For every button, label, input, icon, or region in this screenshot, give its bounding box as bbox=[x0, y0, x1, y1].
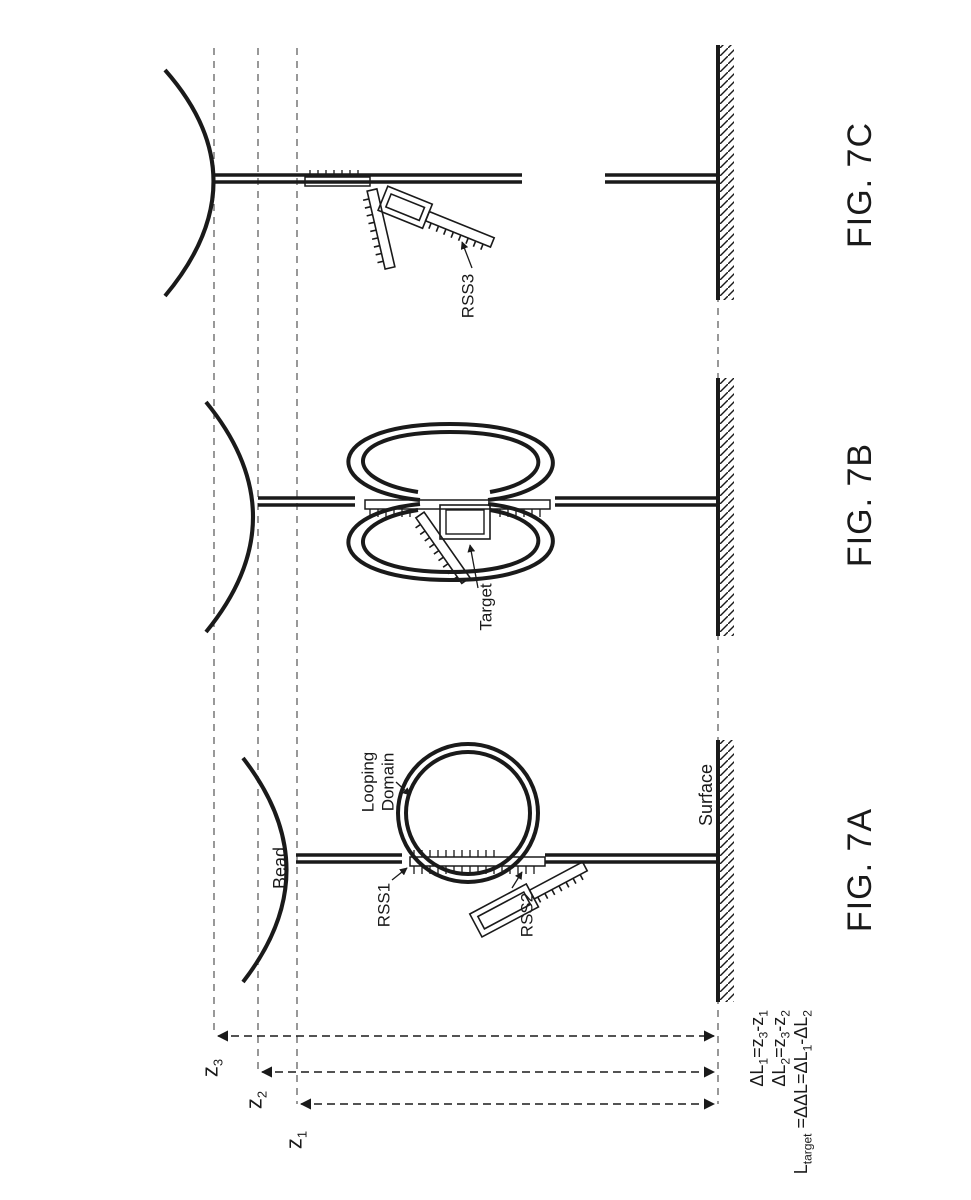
rss3-label: RSS3 bbox=[458, 273, 478, 319]
target-leader bbox=[467, 544, 479, 589]
z-dimension-arrows bbox=[216, 1030, 716, 1110]
fig-7c-caption: FIG. 7C bbox=[841, 121, 879, 249]
rss-teeth-7b bbox=[369, 509, 541, 517]
rss-complex-7c bbox=[304, 176, 371, 187]
equation-dl1: ΔL1=z3-z1 bbox=[747, 1010, 771, 1087]
surface-hatch-7b bbox=[718, 378, 734, 636]
rss-teeth-7c bbox=[309, 170, 359, 177]
bead-7a bbox=[241, 756, 289, 984]
target-inner-7b bbox=[445, 509, 485, 535]
fig-7b-drawing bbox=[204, 378, 734, 636]
fig-7b-caption: FIG. 7B bbox=[841, 442, 879, 568]
looping-domain-leader bbox=[395, 781, 411, 796]
bead-7c bbox=[163, 68, 216, 298]
looping-domain-outer-7a bbox=[396, 742, 540, 884]
target-box-7b bbox=[439, 504, 491, 540]
fig-7a-caption: FIG. 7A bbox=[841, 807, 879, 933]
enzyme-7c bbox=[377, 185, 496, 250]
surface-hatch-7c bbox=[718, 45, 734, 300]
loop-inner-7b bbox=[346, 421, 555, 502]
enzyme-arm-7b bbox=[414, 511, 472, 585]
loop-outer-7b-b bbox=[361, 508, 541, 575]
surface-hatch-7a bbox=[718, 740, 734, 1002]
rss-complex-7b bbox=[364, 499, 551, 510]
loop-inner-7b-b bbox=[346, 502, 555, 583]
rss1-label: RSS1 bbox=[374, 882, 394, 928]
z1-label: z1 bbox=[281, 1130, 310, 1150]
z3-label: z3 bbox=[197, 1058, 226, 1078]
bead-7b bbox=[204, 400, 255, 634]
surface-label: Surface bbox=[696, 763, 716, 827]
enzyme-arm-7c bbox=[362, 187, 396, 271]
looping-domain-label-line2: Domain bbox=[378, 752, 398, 812]
equation-dl2: ΔL2=z3-z2 bbox=[769, 1010, 793, 1087]
looping-domain-inner-7a bbox=[404, 750, 532, 876]
rss2-label: RSS2 bbox=[517, 892, 537, 938]
loop-outer-7b bbox=[361, 429, 541, 494]
fig-7c-drawing bbox=[163, 45, 734, 300]
rss1-leader bbox=[391, 867, 408, 881]
equation-ltarget: Ltarget =ΔΔL=ΔL1-ΔL2 bbox=[791, 1010, 815, 1175]
bead-label: Bead bbox=[270, 846, 290, 890]
looping-domain-label-line1: Looping bbox=[358, 751, 378, 813]
fig-7a-drawing bbox=[241, 740, 734, 1002]
target-label: Target bbox=[476, 583, 496, 631]
z-reference-lines bbox=[213, 48, 719, 1104]
rss3-leader bbox=[460, 241, 473, 269]
enzyme-7a bbox=[468, 860, 589, 939]
rss2-leader bbox=[511, 871, 523, 889]
z2-label: z2 bbox=[241, 1090, 270, 1110]
